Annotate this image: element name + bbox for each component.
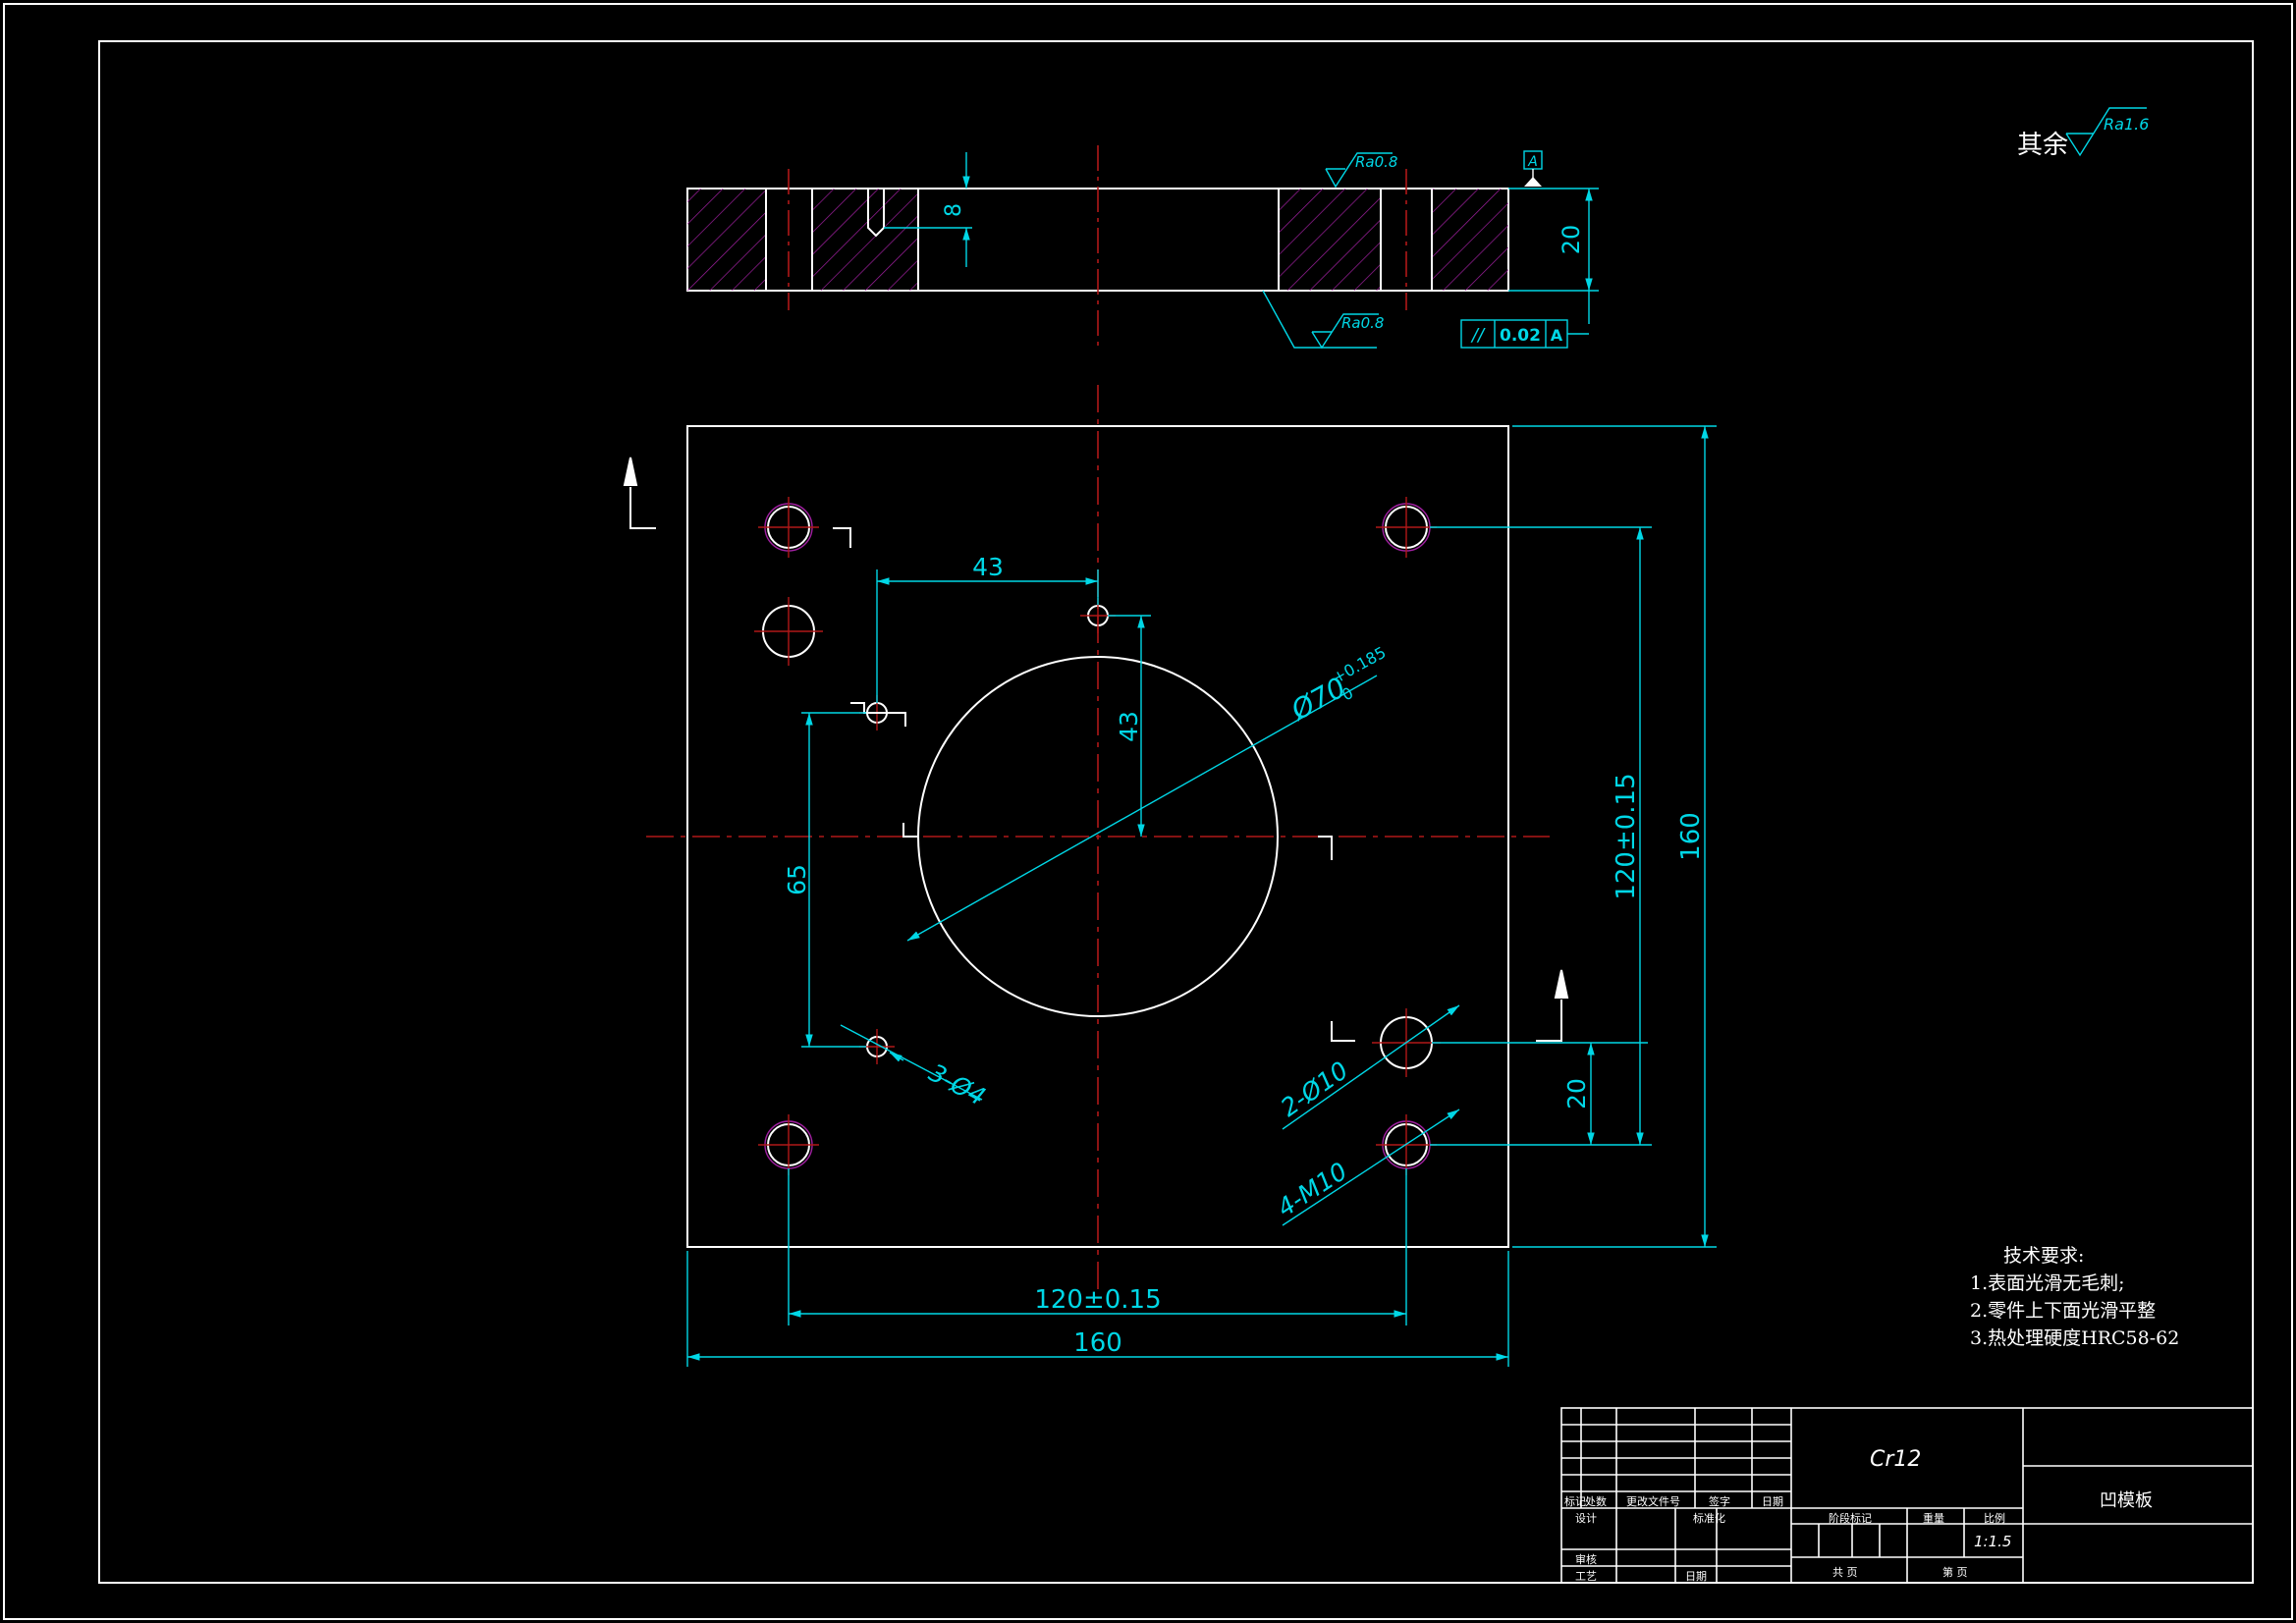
general-finish: 其余 Ra1.6 bbox=[2017, 107, 2149, 160]
cut-mark bbox=[833, 527, 851, 548]
leader-line bbox=[1282, 1109, 1460, 1226]
surface-finish-side: Ra0.8 bbox=[1341, 314, 1384, 332]
label-design: 设计 bbox=[1575, 1512, 1597, 1525]
parallelism-tolerance: 0.02 bbox=[1500, 326, 1541, 346]
title-scale: 1:1.5 bbox=[1974, 1533, 2012, 1550]
center-hole bbox=[917, 656, 1279, 1017]
label-ratio: 比例 bbox=[1984, 1512, 2005, 1525]
tech-notes-title: 技术要求: bbox=[2003, 1245, 2085, 1267]
datum-label: A bbox=[1527, 154, 1538, 170]
dim-plate-height: 160 bbox=[1676, 812, 1706, 861]
tech-note-3: 3.热处理硬度HRC58-62 bbox=[1970, 1327, 2180, 1349]
dim-plate-width: 160 bbox=[1073, 1328, 1122, 1358]
leader-line bbox=[1282, 1004, 1460, 1130]
label-process: 工艺 bbox=[1575, 1570, 1597, 1583]
cut-mark bbox=[1331, 1021, 1355, 1042]
leader-line bbox=[840, 1024, 983, 1101]
title-block bbox=[1560, 1407, 2254, 1584]
label-standardize: 标准化 bbox=[1693, 1512, 1725, 1525]
finish-rest-label: 其余 bbox=[2017, 131, 2068, 160]
label-change-doc: 更改文件号 bbox=[1626, 1495, 1680, 1508]
plate-outline bbox=[686, 425, 1509, 1248]
plan-view: 43 43 Ø70 +0.185 0 65 3-Ø4 2-Ø10 4-M10 2… bbox=[623, 385, 1717, 1367]
surface-finish-top: Ra0.8 bbox=[1355, 153, 1397, 171]
parallelism-frame bbox=[1460, 319, 1589, 349]
section-hatch bbox=[1432, 189, 1508, 291]
dim-thickness: 20 bbox=[1558, 225, 1585, 255]
dim-vertical-43: 43 bbox=[1115, 711, 1143, 742]
parallelism-datum: A bbox=[1551, 326, 1563, 345]
dim-pin-depth: 8 bbox=[942, 203, 966, 217]
label-date: 日期 bbox=[1762, 1495, 1783, 1508]
cut-mark bbox=[902, 823, 917, 838]
section-view: 8 20 Ra0.8 Ra0.8 A // 0.02 A bbox=[686, 145, 1599, 350]
datum-symbol bbox=[1523, 150, 1543, 187]
dim-center-hole-upper: +0.185 bbox=[1329, 643, 1389, 687]
dim-horizontal-43: 43 bbox=[972, 553, 1004, 581]
diameter-line bbox=[906, 675, 1378, 942]
title-material: Cr12 bbox=[1870, 1447, 1922, 1472]
title-part-name: 凹模板 bbox=[2100, 1490, 2153, 1511]
dim-pitch-horizontal: 120±0.15 bbox=[1034, 1285, 1161, 1315]
section-arrowhead bbox=[623, 457, 638, 486]
label-sheets: 共 页 bbox=[1832, 1566, 1858, 1579]
section-hatch bbox=[812, 189, 918, 291]
label-signature: 签字 bbox=[1709, 1495, 1730, 1508]
label-stage-mark: 阶段标记 bbox=[1829, 1512, 1872, 1525]
label-weight: 重量 bbox=[1923, 1512, 1944, 1525]
pin-hole bbox=[867, 189, 885, 238]
surface-finish-symbol bbox=[1311, 313, 1379, 350]
dim-pitch-vertical: 120±0.15 bbox=[1612, 773, 1641, 899]
sheet-outer-border bbox=[3, 3, 2293, 1620]
section-hatch bbox=[1279, 189, 1381, 291]
dim-small-holes: 3-Ø4 bbox=[924, 1058, 990, 1111]
label-approve: 日期 bbox=[1685, 1570, 1707, 1583]
section-arrowhead bbox=[1554, 969, 1569, 999]
section-hatch bbox=[687, 189, 766, 291]
label-sheet-no: 第 页 bbox=[1942, 1566, 1968, 1579]
label-count: 处数 bbox=[1585, 1495, 1607, 1508]
finish-rest-value: Ra1.6 bbox=[2104, 115, 2149, 134]
dim-threaded-holes: 4-M10 bbox=[1272, 1157, 1351, 1222]
tech-note-2: 2.零件上下面光滑平整 bbox=[1970, 1300, 2157, 1322]
cut-mark bbox=[1318, 836, 1333, 860]
section-arrow bbox=[1536, 1000, 1562, 1042]
parallelism-symbol: // bbox=[1470, 325, 1486, 346]
label-review: 审核 bbox=[1575, 1553, 1597, 1566]
leader-line bbox=[889, 1052, 904, 1062]
surface-finish-symbol bbox=[1325, 152, 1393, 189]
section-arrow bbox=[629, 487, 656, 529]
sheet-inner-border bbox=[98, 40, 2254, 1584]
dim-medium-holes: 2-Ø10 bbox=[1276, 1055, 1353, 1122]
label-mark: 标记 bbox=[1564, 1495, 1586, 1508]
tech-note-1: 1.表面光滑无毛刺; bbox=[1970, 1272, 2125, 1294]
dim-bottom-20: 20 bbox=[1562, 1078, 1591, 1109]
finish-leader bbox=[1262, 290, 1377, 349]
dim-vertical-65: 65 bbox=[783, 864, 811, 895]
